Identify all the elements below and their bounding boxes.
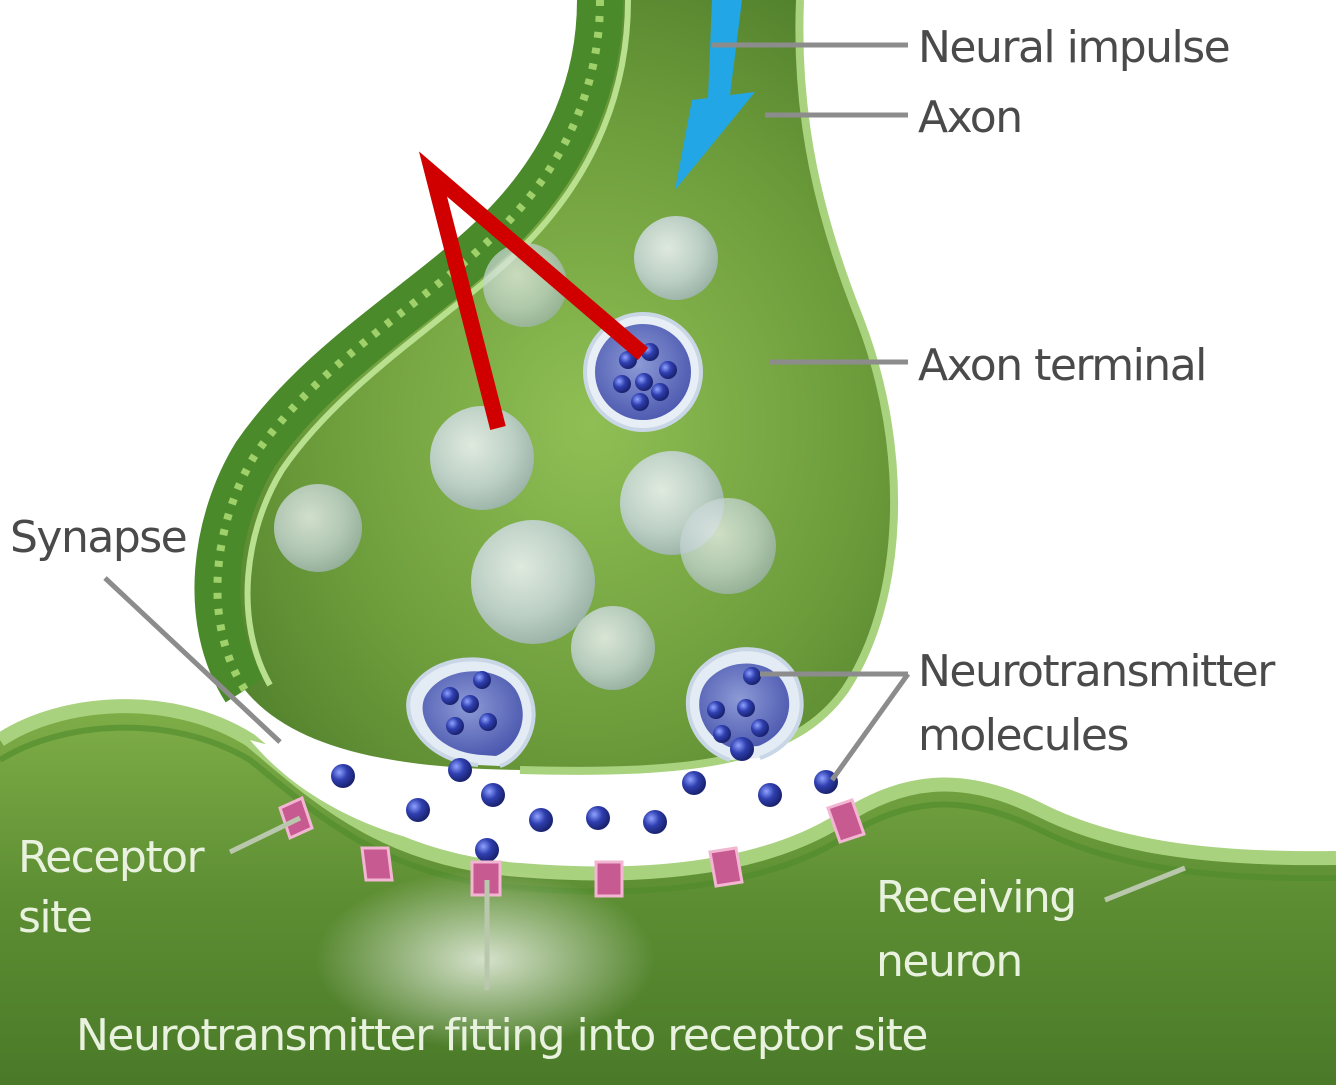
leader-lines <box>103 42 1186 990</box>
neurotransmitter-molecules <box>331 737 838 862</box>
label-receptor-site-1: Receptor <box>18 832 206 883</box>
label-axon: Axon <box>918 92 1022 143</box>
label-receiving-neuron-2: neuron <box>876 936 1022 987</box>
vesicles <box>274 216 776 690</box>
label-fitting-caption: Neurotransmitter fitting into receptor s… <box>76 1010 927 1061</box>
label-axon-terminal: Axon terminal <box>918 340 1206 391</box>
label-neurotransmitter-molecules-1: Neurotransmitter <box>918 646 1276 697</box>
label-receiving-neuron-1: Receiving <box>876 872 1076 923</box>
label-neurotransmitter-molecules-2: molecules <box>918 710 1128 761</box>
label-neural-impulse: Neural impulse <box>918 22 1229 73</box>
full-vesicle <box>583 312 703 432</box>
label-synapse: Synapse <box>10 512 186 563</box>
synaptic-cleft <box>250 740 860 856</box>
receptor-sites <box>278 795 866 898</box>
releasing-vesicle-left <box>406 657 536 768</box>
releasing-vesicle-right <box>685 647 804 762</box>
red-annotation-arrow <box>418 151 649 430</box>
label-receptor-site-2: site <box>18 892 91 943</box>
